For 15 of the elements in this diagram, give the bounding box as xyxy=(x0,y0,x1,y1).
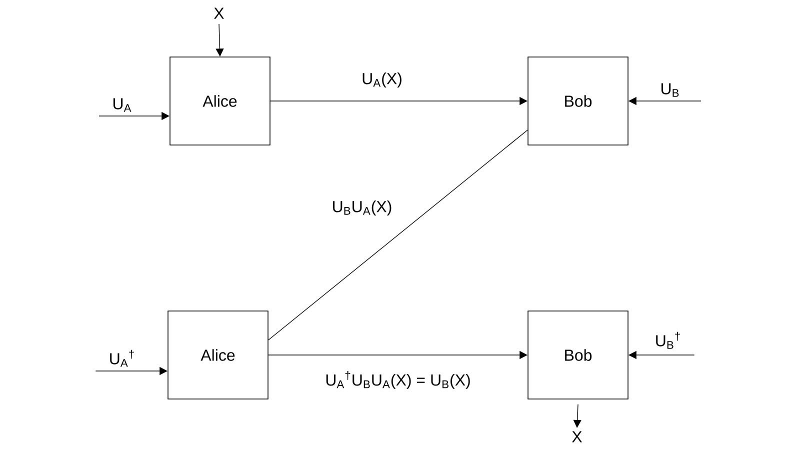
process-box: Bob xyxy=(528,310,628,400)
edge-label: U$_{B}$U$_{A}$(X) xyxy=(330,200,394,216)
signal-label: X xyxy=(214,8,224,19)
process-box: Alice xyxy=(170,56,270,146)
edge-label: U$_{A}$$^{†}$U$_{B}$U$_{A}$(X) = U$_{B}$(X) xyxy=(324,370,472,390)
signal-label: X xyxy=(572,431,582,442)
signal-label: U$_{B}$ xyxy=(661,83,679,97)
signal-label: U$_{B}$† xyxy=(656,332,680,349)
edge-label: U$_{A}$(X) xyxy=(360,72,404,88)
process-box: Bob xyxy=(528,56,628,146)
signal-label: U$_{A}$† xyxy=(110,350,134,367)
process-box: Alice xyxy=(168,310,268,400)
arrow xyxy=(573,404,582,428)
connector-line xyxy=(268,130,528,340)
signal-label: U$_{A}$ xyxy=(113,98,132,112)
